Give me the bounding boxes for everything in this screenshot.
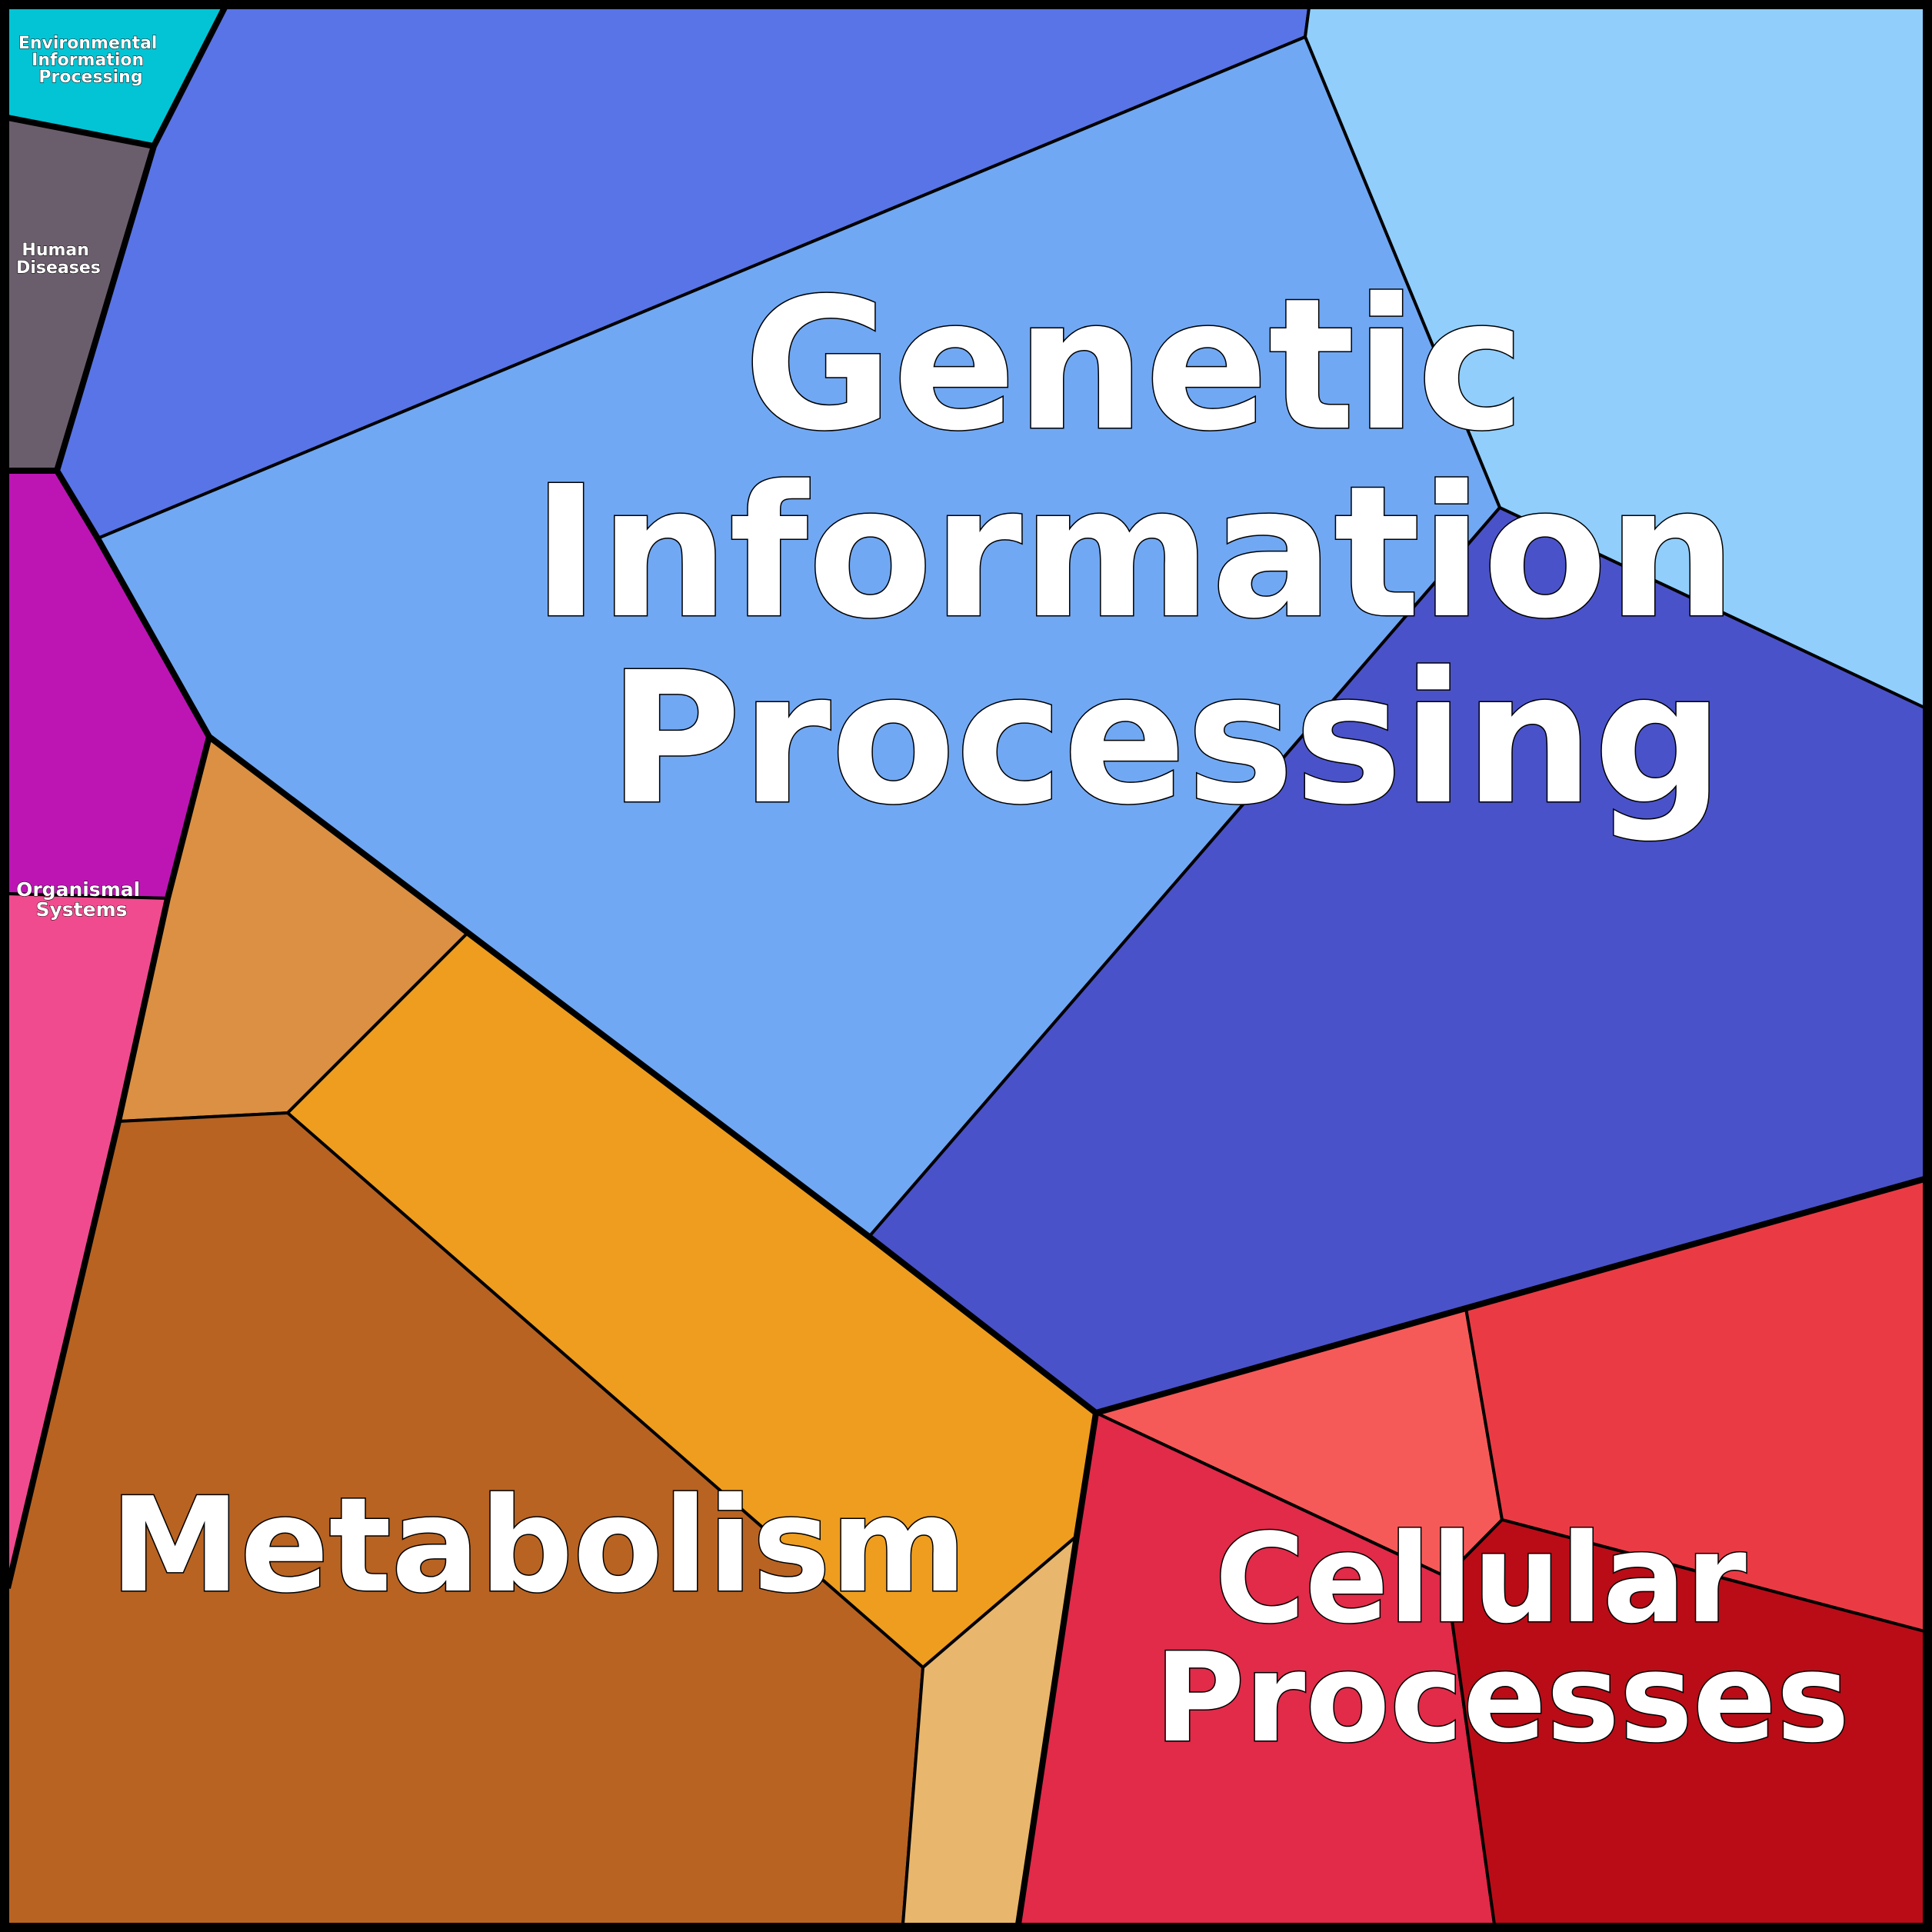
label-metabolism: Metabolism — [110, 1470, 967, 1622]
border-organismal-metabolism — [5, 736, 212, 1589]
label-cellular: Cellular Processes — [1154, 1507, 1850, 1770]
label-genetic: Genetic Information Processing — [532, 259, 1800, 844]
label-human-diseases: Human Diseases — [16, 241, 101, 278]
border-metabolism-cellular — [1015, 1412, 1099, 1925]
label-environmental: Environmental Information Processing — [18, 34, 163, 87]
group-borders — [5, 6, 1926, 1925]
border-env-human — [7, 115, 155, 149]
labels-layer: Genetic Information Processing Metabolis… — [16, 34, 1851, 1771]
cells-layer — [6, 6, 1926, 1926]
label-organismal: Organismal Systems — [16, 878, 147, 921]
